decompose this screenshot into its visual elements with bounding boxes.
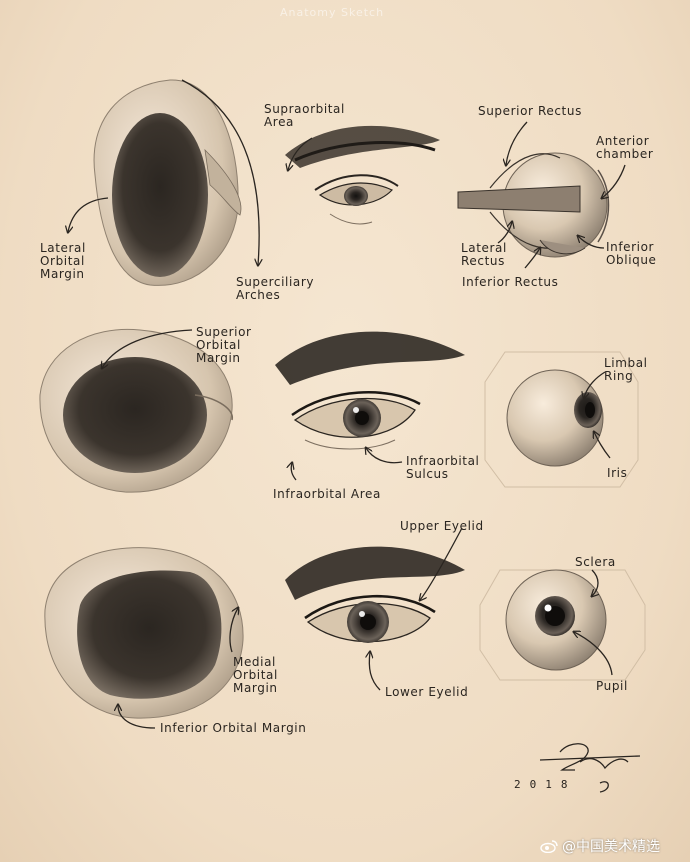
eyeball-bottom xyxy=(479,569,646,681)
label-limbal-ring: Limbal Ring xyxy=(604,356,648,383)
label-upper-eyelid: Upper Eyelid xyxy=(400,519,484,533)
label-inferior-rectus: Inferior Rectus xyxy=(462,275,559,289)
label-medial-orbital-margin: Medial Orbital Margin xyxy=(233,655,278,695)
orbit-bone-middle xyxy=(39,328,233,493)
orbit-bone-bottom xyxy=(44,547,244,719)
signature-year: 2018 xyxy=(514,778,577,791)
label-infraorbital-area: Infraorbital Area xyxy=(273,487,381,501)
weibo-icon xyxy=(540,840,558,853)
label-sclera: Sclera xyxy=(575,555,616,569)
annotation-arrows xyxy=(68,79,626,729)
label-lateral-orbital-margin: Lateral Orbital Margin xyxy=(40,241,86,281)
label-inferior-orbital-margin: Inferior Orbital Margin xyxy=(160,721,307,735)
label-iris: Iris xyxy=(607,466,628,480)
eye-sketch-top xyxy=(285,125,440,225)
label-lower-eyelid: Lower Eyelid xyxy=(385,685,469,699)
label-anterior-chamber: Anterior chamber xyxy=(596,134,654,161)
label-inferior-oblique: Inferior Oblique xyxy=(606,240,657,267)
eyeball-muscles-top xyxy=(457,152,610,258)
orbit-bone-top xyxy=(93,79,242,286)
label-superior-orbital-margin: Superior Orbital Margin xyxy=(196,325,252,365)
label-infraorbital-sulcus: Infraorbital Sulcus xyxy=(406,454,480,481)
label-lateral-rectus: Lateral Rectus xyxy=(461,241,507,268)
eye-sketch-middle xyxy=(275,331,465,450)
label-superior-rectus: Superior Rectus xyxy=(478,104,582,118)
weibo-text: @中国美术精选 xyxy=(562,839,660,855)
label-superciliary-arches: Superciliary Arches xyxy=(236,275,315,302)
eye-sketch-bottom xyxy=(285,546,465,643)
eyeball-middle xyxy=(484,351,639,488)
weibo-watermark: @中国美术精选 xyxy=(540,836,660,856)
signature xyxy=(539,743,641,793)
label-supraorbital-area: Supraorbital Area xyxy=(264,102,345,129)
watermark-top: Anatomy Sketch xyxy=(280,6,385,19)
label-pupil: Pupil xyxy=(596,679,628,693)
